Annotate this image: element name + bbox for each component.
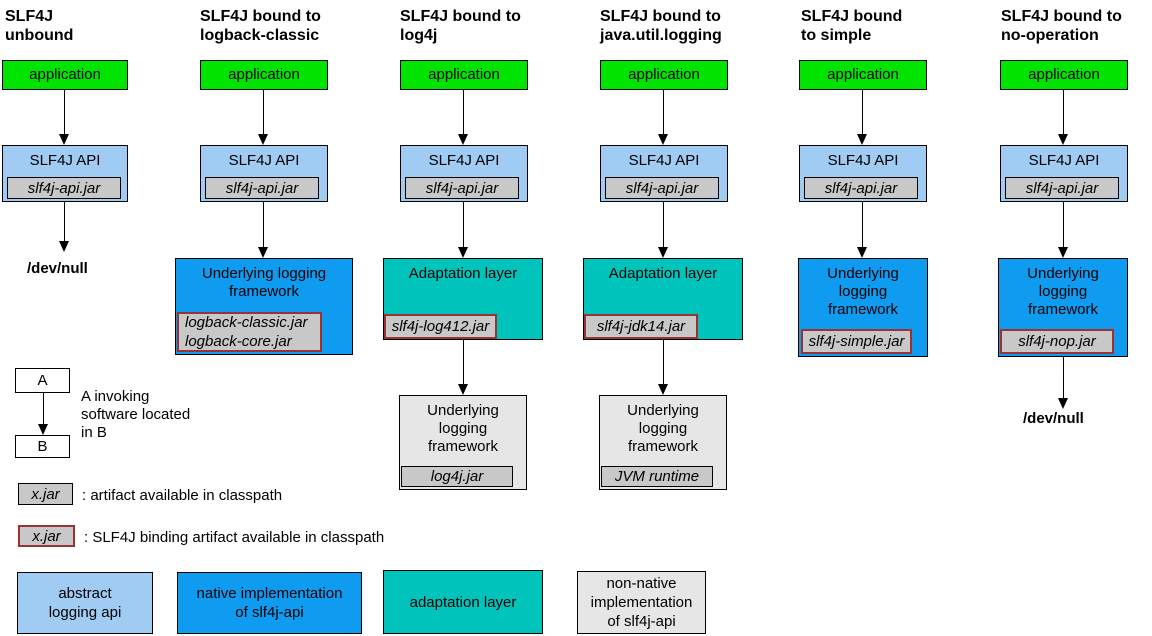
column-title-unbound: SLF4J unbound xyxy=(5,8,74,44)
application-box-unbound: application xyxy=(2,60,128,90)
underlying-framework-box-nop: Underlying logging framework slf4j-nop.j… xyxy=(998,258,1128,357)
slf4j-api-jar: slf4j-api.jar xyxy=(1005,177,1119,199)
column-title-logback: SLF4J bound to logback-classic xyxy=(200,8,321,44)
key-adaptation-layer: adaptation layer xyxy=(383,570,543,634)
adaptation-layer-label: Adaptation layer xyxy=(608,265,718,282)
adaptation-layer-box-jul: Adaptation layer slf4j-jdk14.jar xyxy=(583,258,743,340)
arrow-api-to-adaptation xyxy=(658,202,669,258)
arrow-api-to-framework xyxy=(1058,202,1069,258)
application-box-log4j: application xyxy=(400,60,528,90)
arrow-app-to-api xyxy=(1058,90,1069,145)
arrow-api-to-framework xyxy=(857,202,868,258)
column-title-jul: SLF4J bound to java.util.logging xyxy=(600,8,722,44)
slf4j-log412-jar: slf4j-log412.jar xyxy=(384,314,497,339)
slf4j-jdk14-jar: slf4j-jdk14.jar xyxy=(584,314,698,339)
column-title-log4j: SLF4J bound to log4j xyxy=(400,8,521,44)
slf4j-api-jar: slf4j-api.jar xyxy=(804,177,918,199)
key-non-native-implementation: non-native implementation of slf4j-api xyxy=(577,571,706,634)
log4j-jar: log4j.jar xyxy=(401,466,513,487)
devnull-label-nop: /dev/null xyxy=(1023,410,1084,427)
underlying-framework-box-simple: Underlying logging framework slf4j-simpl… xyxy=(798,258,928,357)
slf4j-nop-jar: slf4j-nop.jar xyxy=(1000,329,1114,354)
arrow-api-to-devnull xyxy=(59,202,70,252)
slf4j-api-box-log4j: SLF4J API slf4j-api.jar xyxy=(400,145,528,202)
application-box-logback: application xyxy=(200,60,328,90)
legend-binding-jar-sample: x.jar xyxy=(18,525,75,547)
arrow-app-to-api xyxy=(458,90,469,145)
underlying-framework-label: Underlying logging framework xyxy=(427,402,499,455)
slf4j-api-box-simple: SLF4J API slf4j-api.jar xyxy=(799,145,927,202)
application-label: application xyxy=(428,66,500,83)
slf4j-api-label: SLF4J API xyxy=(428,152,500,169)
application-label: application xyxy=(1028,66,1100,83)
arrow-app-to-api xyxy=(857,90,868,145)
arrow-framework-to-devnull xyxy=(1058,357,1069,409)
slf4j-api-jar: slf4j-api.jar xyxy=(205,177,319,199)
underlying-framework-box-jul: Underlying logging framework JVM runtime xyxy=(599,395,727,490)
legend-box-a-label: A xyxy=(37,372,48,389)
underlying-framework-label: Underlying logging framework xyxy=(1027,265,1099,318)
slf4j-api-label: SLF4J API xyxy=(628,152,700,169)
application-label: application xyxy=(228,66,300,83)
arrow-adaptation-to-framework xyxy=(658,340,669,395)
legend-box-b: B xyxy=(15,435,70,458)
jvm-runtime-jar: JVM runtime xyxy=(601,466,713,487)
legend-invoke-text: A invoking software located in B xyxy=(81,388,191,441)
adaptation-layer-box-log4j: Adaptation layer slf4j-log412.jar xyxy=(383,258,543,340)
legend-box-a: A xyxy=(15,368,70,393)
legend-box-b-label: B xyxy=(37,438,48,455)
slf4j-api-jar: slf4j-api.jar xyxy=(605,177,719,199)
key-native-implementation: native implementation of slf4j-api xyxy=(177,572,362,634)
underlying-framework-label: Underlying logging framework xyxy=(201,265,327,300)
slf4j-api-box-nop: SLF4J API slf4j-api.jar xyxy=(1000,145,1128,202)
application-label: application xyxy=(29,66,101,83)
arrow-app-to-api xyxy=(59,90,70,145)
arrow-api-to-adaptation xyxy=(458,202,469,258)
arrow-api-to-framework xyxy=(258,202,269,258)
application-box-jul: application xyxy=(600,60,728,90)
slf4j-api-label: SLF4J API xyxy=(29,152,101,169)
application-label: application xyxy=(628,66,700,83)
adaptation-layer-label: Adaptation layer xyxy=(408,265,518,282)
arrow-app-to-api xyxy=(258,90,269,145)
arrow-a-to-b xyxy=(38,393,49,435)
slf4j-api-box-unbound: SLF4J API slf4j-api.jar xyxy=(2,145,128,202)
legend-jar-sample: x.jar xyxy=(18,483,73,505)
application-label: application xyxy=(827,66,899,83)
column-title-nop: SLF4J bound to no-operation xyxy=(1001,8,1122,44)
slf4j-api-label: SLF4J API xyxy=(228,152,300,169)
key-abstract-logging-api: abstract logging api xyxy=(17,572,153,634)
slf4j-api-jar: slf4j-api.jar xyxy=(7,177,121,199)
devnull-label-unbound: /dev/null xyxy=(27,260,88,277)
underlying-framework-label: Underlying logging framework xyxy=(827,265,899,318)
logback-jars: logback-classic.jar logback-core.jar xyxy=(177,312,322,352)
underlying-framework-box-log4j: Underlying logging framework log4j.jar xyxy=(399,395,527,490)
column-title-simple: SLF4J bound to simple xyxy=(801,8,903,44)
underlying-framework-box-logback: Underlying logging framework logback-cla… xyxy=(175,258,353,355)
legend-artifact-text: : artifact available in classpath xyxy=(82,487,283,504)
arrow-app-to-api xyxy=(658,90,669,145)
arrow-adaptation-to-framework xyxy=(458,340,469,395)
application-box-nop: application xyxy=(1000,60,1128,90)
slf4j-api-jar: slf4j-api.jar xyxy=(405,177,519,199)
legend-binding-artifact-text: : SLF4J binding artifact available in cl… xyxy=(84,529,385,546)
slf4j-api-box-logback: SLF4J API slf4j-api.jar xyxy=(200,145,328,202)
slf4j-api-box-jul: SLF4J API slf4j-api.jar xyxy=(600,145,728,202)
underlying-framework-label: Underlying logging framework xyxy=(627,402,699,455)
slf4j-api-label: SLF4J API xyxy=(827,152,899,169)
slf4j-simple-jar: slf4j-simple.jar xyxy=(801,329,912,354)
slf4j-api-label: SLF4J API xyxy=(1028,152,1100,169)
application-box-simple: application xyxy=(799,60,927,90)
